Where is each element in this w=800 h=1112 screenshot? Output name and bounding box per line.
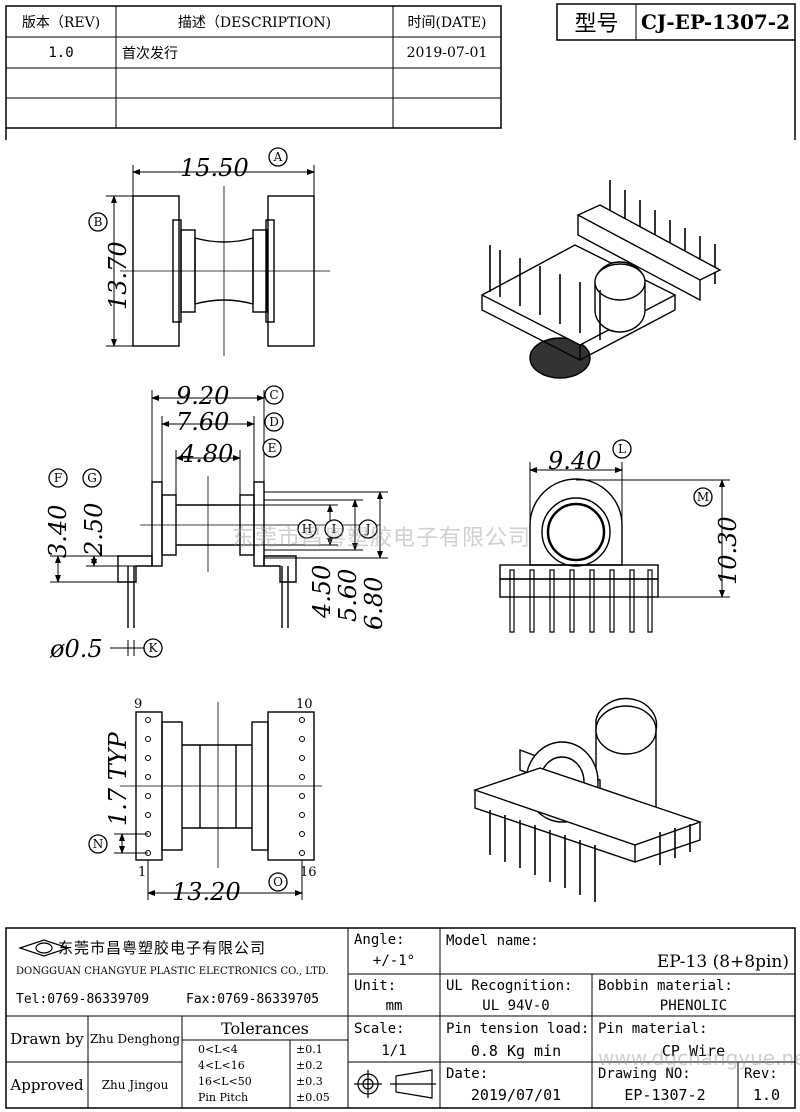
ul-value: UL 94V-0 — [482, 998, 550, 1014]
tolerance-range: 0<L<4 — [198, 1043, 238, 1056]
pin-1-label: 1 — [138, 865, 146, 880]
dim-g-value: 2.50 — [80, 503, 108, 557]
callout-b: B — [94, 215, 103, 229]
dim-i-value: 5.60 — [334, 569, 362, 622]
pin-material-label: Pin material: — [598, 1021, 708, 1037]
tension-value: 0.8 Kg min — [470, 1042, 562, 1060]
rev-label: Rev: — [744, 1066, 778, 1082]
callout-k: K — [149, 641, 159, 655]
tolerance-range: 4<L<16 — [198, 1059, 245, 1072]
watermark: 东莞市昌粤塑胶电子有限公司 — [232, 526, 532, 551]
dim-m-value: 10.30 — [714, 516, 742, 585]
model-label: 型号 — [574, 12, 619, 37]
company-name-cn: 东莞市昌粤塑胶电子有限公司 — [58, 938, 267, 957]
dim-o-value: 13.20 — [172, 878, 241, 906]
pin-material-value: CP Wire — [661, 1042, 726, 1060]
scale-label: Scale: — [354, 1021, 405, 1037]
model-name-label: Model name: — [446, 933, 539, 949]
company-logo — [18, 939, 70, 957]
isometric-view-bottom — [472, 697, 703, 902]
title-block-lines — [5, 927, 796, 1109]
company-fax: Fax:0769-86339705 — [186, 991, 320, 1007]
dim-e-value: 4.80 — [179, 440, 233, 468]
model-value: CJ-EP-1307-2 — [640, 10, 791, 34]
pin-16-label: 16 — [300, 865, 317, 880]
drawn-by-label: Drawn by — [10, 1030, 84, 1048]
callout-f: F — [54, 471, 62, 485]
date-label: Date: — [446, 1066, 489, 1082]
approved-label: Approved — [10, 1076, 84, 1094]
dim-b-value: 13.70 — [104, 241, 132, 310]
drawing-no-label: Drawing NO: — [598, 1066, 691, 1082]
dim-f-value: 3.40 — [44, 505, 72, 558]
unit-label: Unit: — [354, 978, 397, 994]
top-view — [120, 186, 330, 356]
callout-j: J — [364, 522, 371, 536]
rev-cell: 1.0 — [48, 44, 74, 61]
date-value: 2019/07/01 — [470, 1086, 562, 1104]
angle-value: +/-1° — [372, 953, 416, 969]
description-column-header: 描述（DESCRIPTION) — [177, 14, 332, 31]
description-cell: 首次发行 — [122, 45, 178, 62]
callout-c: C — [269, 388, 278, 402]
tolerance-value: ±0.05 — [296, 1091, 330, 1104]
dim-a-value: 15.50 — [180, 154, 249, 182]
dim-l-value: 9.40 — [548, 447, 601, 475]
company-name-en: DONGGUAN CHANGYUE PLASTIC ELECTRONICS CO… — [16, 965, 329, 977]
company-tel: Tel:0769-86339709 — [16, 991, 150, 1007]
tension-label: Pin tension load: — [446, 1021, 590, 1037]
callout-a: A — [273, 150, 283, 164]
rev-value: 1.0 — [752, 1086, 781, 1104]
callout-l: L — [618, 442, 626, 456]
date-column-header: 时间(DATE) — [407, 14, 487, 31]
dim-n-value: 1.7 TYP — [104, 731, 132, 826]
projection-symbol — [354, 1069, 436, 1099]
isometric-view-top — [480, 180, 722, 379]
date-cell: 2019-07-01 — [406, 44, 488, 61]
callout-n: N — [93, 837, 104, 851]
tolerances-label: Tolerances — [221, 1018, 309, 1038]
unit-value: mm — [385, 998, 403, 1014]
drawn-by-value: Zhu Denghong — [89, 1032, 181, 1046]
pin-9-label: 9 — [134, 697, 142, 712]
tolerance-value: ±0.3 — [296, 1075, 323, 1088]
tolerance-range: 16<L<50 — [198, 1075, 252, 1088]
dim-c-value: 9.20 — [176, 382, 229, 410]
bobbin-value: PHENOLIC — [659, 998, 728, 1014]
bobbin-label: Bobbin material: — [598, 978, 733, 994]
callout-e: E — [268, 441, 277, 455]
dim-d-value: 7.60 — [176, 408, 229, 436]
callout-o: O — [273, 875, 283, 889]
callout-i: I — [332, 522, 337, 536]
dim-j-value: 6.80 — [360, 577, 388, 630]
dim-h-value: 4.50 — [308, 565, 336, 619]
bottom-pins — [145, 717, 305, 856]
callout-h: H — [302, 522, 312, 536]
approved-value: Zhu Jingou — [101, 1078, 169, 1092]
ul-label: UL Recognition: — [446, 978, 573, 994]
scale-value: 1/1 — [381, 1043, 407, 1059]
dim-callouts — [48, 147, 713, 892]
front-view — [499, 478, 659, 633]
bottom-view — [120, 702, 322, 868]
header-table-lines — [5, 3, 796, 140]
tolerance-value: ±0.1 — [296, 1043, 323, 1056]
dim-k-value: ø0.5 — [49, 635, 103, 663]
tolerance-value: ±0.2 — [296, 1059, 323, 1072]
watermark-url: www.dgchangyue.net — [598, 1046, 800, 1070]
callout-d: D — [269, 415, 279, 429]
drawing-no-value: EP-1307-2 — [624, 1086, 706, 1104]
model-name-value: EP-13 (8+8pin) — [656, 952, 789, 972]
technical-drawing: 15.50 13.70 — [44, 147, 742, 906]
rev-column-header: 版本（REV) — [21, 14, 101, 31]
tolerance-range: Pin Pitch — [198, 1091, 249, 1104]
callout-m: M — [697, 490, 709, 504]
callout-g: G — [87, 471, 97, 485]
pin-10-label: 10 — [296, 697, 313, 712]
angle-label: Angle: — [354, 932, 405, 948]
